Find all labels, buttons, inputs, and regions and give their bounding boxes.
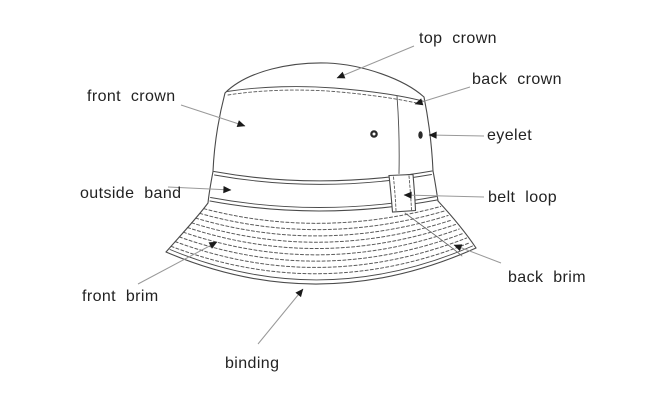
brim-right-edge <box>437 200 477 249</box>
brim-back-seam <box>404 212 463 257</box>
label-outside-band: outside band <box>80 185 182 202</box>
brim-stitch-row <box>195 215 449 237</box>
back-brim-leader-line <box>453 244 502 264</box>
label-back-crown: back crown <box>472 71 562 88</box>
band-right-edge <box>432 170 439 202</box>
crown-outline <box>212 62 434 174</box>
label-binding: binding <box>225 355 280 372</box>
belt-loop-stitch-left <box>393 176 397 211</box>
binding-leader-line <box>257 288 304 345</box>
brim-stitch-row <box>182 228 460 256</box>
brim-stitch-row <box>178 233 464 262</box>
eyelet-side-icon <box>418 131 423 139</box>
belt-loop-shape <box>388 173 417 213</box>
top-crown-seam-stitch <box>227 89 424 105</box>
brim-outline <box>165 200 477 285</box>
top-crown-dome <box>224 62 425 98</box>
crown-left-edge <box>212 92 226 173</box>
brim-stitch-row <box>174 237 468 268</box>
top-crown-leader-line <box>336 45 415 79</box>
brim-stitch-row <box>191 219 453 243</box>
crown-right-edge <box>423 96 434 172</box>
label-back-brim: back brim <box>508 269 586 286</box>
front-crown-leader-line <box>180 104 246 128</box>
belt-loop-leader-line <box>403 191 485 199</box>
eyelet-front-hole <box>372 132 376 136</box>
back-crown-leader-line <box>414 86 471 106</box>
brim-stitch-row <box>187 224 456 250</box>
outside-band-leader-line <box>167 186 232 194</box>
label-belt-loop: belt loop <box>488 189 558 206</box>
eyelet-leader-line <box>428 131 485 139</box>
back-crown-seam <box>396 95 400 174</box>
label-eyelet: eyelet <box>487 127 533 144</box>
label-front-brim: front brim <box>82 288 159 305</box>
belt-loop-stitch-right <box>408 175 412 211</box>
hat-drawing <box>165 62 477 285</box>
leader-lines <box>137 45 502 345</box>
binding-inner-edge <box>169 245 473 281</box>
band-left-edge <box>207 170 214 204</box>
label-top-crown: top crown <box>419 30 497 47</box>
label-front-crown: front crown <box>87 88 176 105</box>
brim-stitch-row <box>170 242 471 275</box>
front-brim-leader-line <box>137 241 218 285</box>
brim-left-edge <box>165 202 209 253</box>
top-crown-seam <box>226 86 425 102</box>
eyelets <box>370 130 423 139</box>
belt-loop-outline <box>388 173 417 213</box>
binding-outer-edge <box>165 247 477 285</box>
brim-stitch-row <box>203 206 442 224</box>
